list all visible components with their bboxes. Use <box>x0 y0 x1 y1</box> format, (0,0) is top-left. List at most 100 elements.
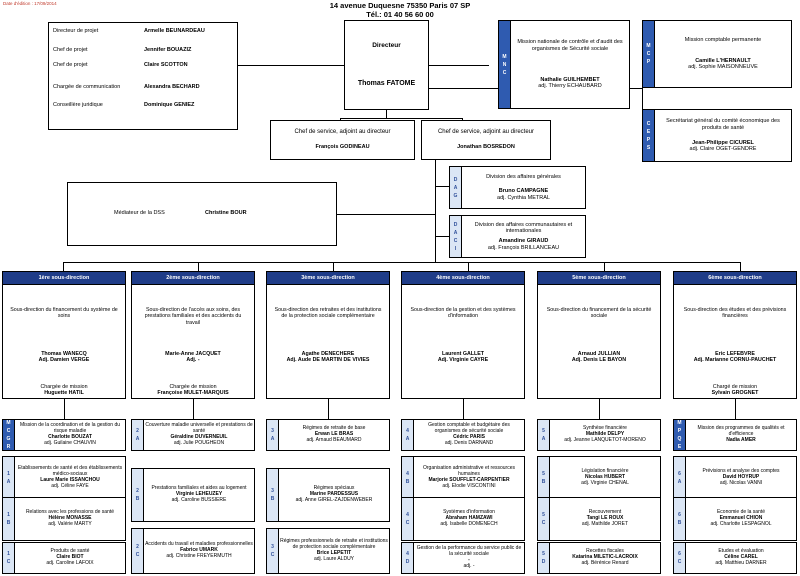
bureau-title: Régimes spéciaux <box>313 485 355 492</box>
connector-line <box>435 160 436 262</box>
bureau-deputy: adj. Jeanne LANQUETOT-MORENO <box>564 436 646 443</box>
bureau-title: Prestations familiales et aides au logem… <box>151 485 247 492</box>
bureau-head: Géraldine DUVERNEUIL <box>170 434 228 440</box>
ceps-deputy: adj. Claire OGET-GENDRE <box>689 146 757 153</box>
connector-line <box>193 399 194 419</box>
subdirection-body: Sous-direction du financement de la sécu… <box>537 285 661 399</box>
bureau-head: Claire BIOT <box>56 554 84 561</box>
director-name: Thomas FATOME <box>357 79 416 87</box>
bureau-head: Tangi LE ROUX <box>586 515 624 522</box>
subdirection-header: 6ème sous-direction <box>673 271 797 285</box>
bureau-title: Accidents du travail et maladies profess… <box>145 541 253 548</box>
connector-line <box>435 236 449 237</box>
subdirection-body: Sous-direction des études et des prévisi… <box>673 285 797 399</box>
subdirection-body: Sous-direction de la gestion et des syst… <box>401 285 525 399</box>
connector-line <box>333 262 334 271</box>
mediateur-box: Médiateur de la DSS Christine BOUR <box>67 182 337 246</box>
bureau-head: Marine PARDESSUS <box>309 491 359 498</box>
bureau-head: Hélène MONASSE <box>48 515 92 522</box>
connector-line <box>238 65 344 66</box>
bureau-deputy: adj. Laure ALDUY <box>313 555 355 562</box>
subdirection-body: Sous-direction de l'accès aux soins, des… <box>131 285 255 399</box>
bureau-deputy: adj. Virginie CHENAL <box>581 479 629 486</box>
subdirection-header: 1ère sous-direction <box>2 271 126 285</box>
bureau-title: Etudes et évaluation <box>718 548 764 555</box>
connector-line <box>63 262 64 271</box>
connector-line <box>735 399 736 419</box>
bureau-head: David HOYRUP <box>722 474 760 481</box>
bureau-head: Mathilde DELPY <box>585 431 625 438</box>
bureau-head: Abraham HAMZAWI <box>445 515 493 522</box>
bureau-deputy: adj. Christine FREYERMUTH <box>166 552 232 559</box>
daci-deputy: adj. François BRILLANCEAU <box>487 244 560 251</box>
address: 14 avenue Duquesne 75350 Paris 07 SP <box>329 1 471 10</box>
daci-title: Division des affaires communautaires et … <box>474 221 573 235</box>
phone: Tél.: 01 40 56 60 00 <box>366 10 434 20</box>
connector-line <box>328 399 329 419</box>
bureau-title: Prévisions et analyse des comptes <box>702 468 780 475</box>
bureau-head: Katarina MILETIC-LACROIX <box>572 554 638 561</box>
bureau-title: Economie de la santé <box>716 509 766 516</box>
mnc-title: Mission nationale de contrôle et d'audit… <box>517 39 623 52</box>
subdirection-body: Sous-direction des retraites et des inst… <box>266 285 390 399</box>
connector-line <box>63 262 741 263</box>
mcp-deputy: adj. Sophie MAISONNEUVE <box>688 64 758 71</box>
bureau-title: Mission de la coordination et de la gest… <box>19 422 121 435</box>
mcp-name: Camille L'HERNAULT <box>695 57 751 64</box>
connector-line <box>386 110 387 118</box>
bureau-title: Régimes de retraite de base <box>302 425 366 432</box>
edition-date: Date d'édition : 17/09/2014 <box>3 1 57 6</box>
deputy-director-box: Chef de service, adjoint au directeur Jo… <box>421 120 551 160</box>
subdirection-body: Sous-direction du financement du système… <box>2 285 126 399</box>
bureau-title: Gestion comptable et budgétaire des orga… <box>428 422 510 435</box>
connector-line <box>599 399 600 419</box>
bureau-title: Produits de santé <box>50 548 90 555</box>
connector-line <box>435 186 449 187</box>
bureau-deputy: adj. Charlotte LESPAGNOL <box>710 520 772 527</box>
bureau-head: Erwan LE BRAS <box>314 431 354 438</box>
bureau-title: Recouvrement <box>588 509 622 516</box>
bureau-head: Brice LEPETIT <box>316 550 352 556</box>
bureau-deputy: adj. Elodie VISCONTINI <box>442 482 496 489</box>
bureau-deputy: adj. Bérénice Renard <box>581 559 629 566</box>
director-title: Directeur <box>372 41 401 49</box>
subdirection-title: Sous-direction de la gestion et des syst… <box>410 307 516 320</box>
connector-line <box>740 262 741 271</box>
address-block: 14 avenue Duquesne 75350 Paris 07 SP Tél… <box>0 1 800 20</box>
